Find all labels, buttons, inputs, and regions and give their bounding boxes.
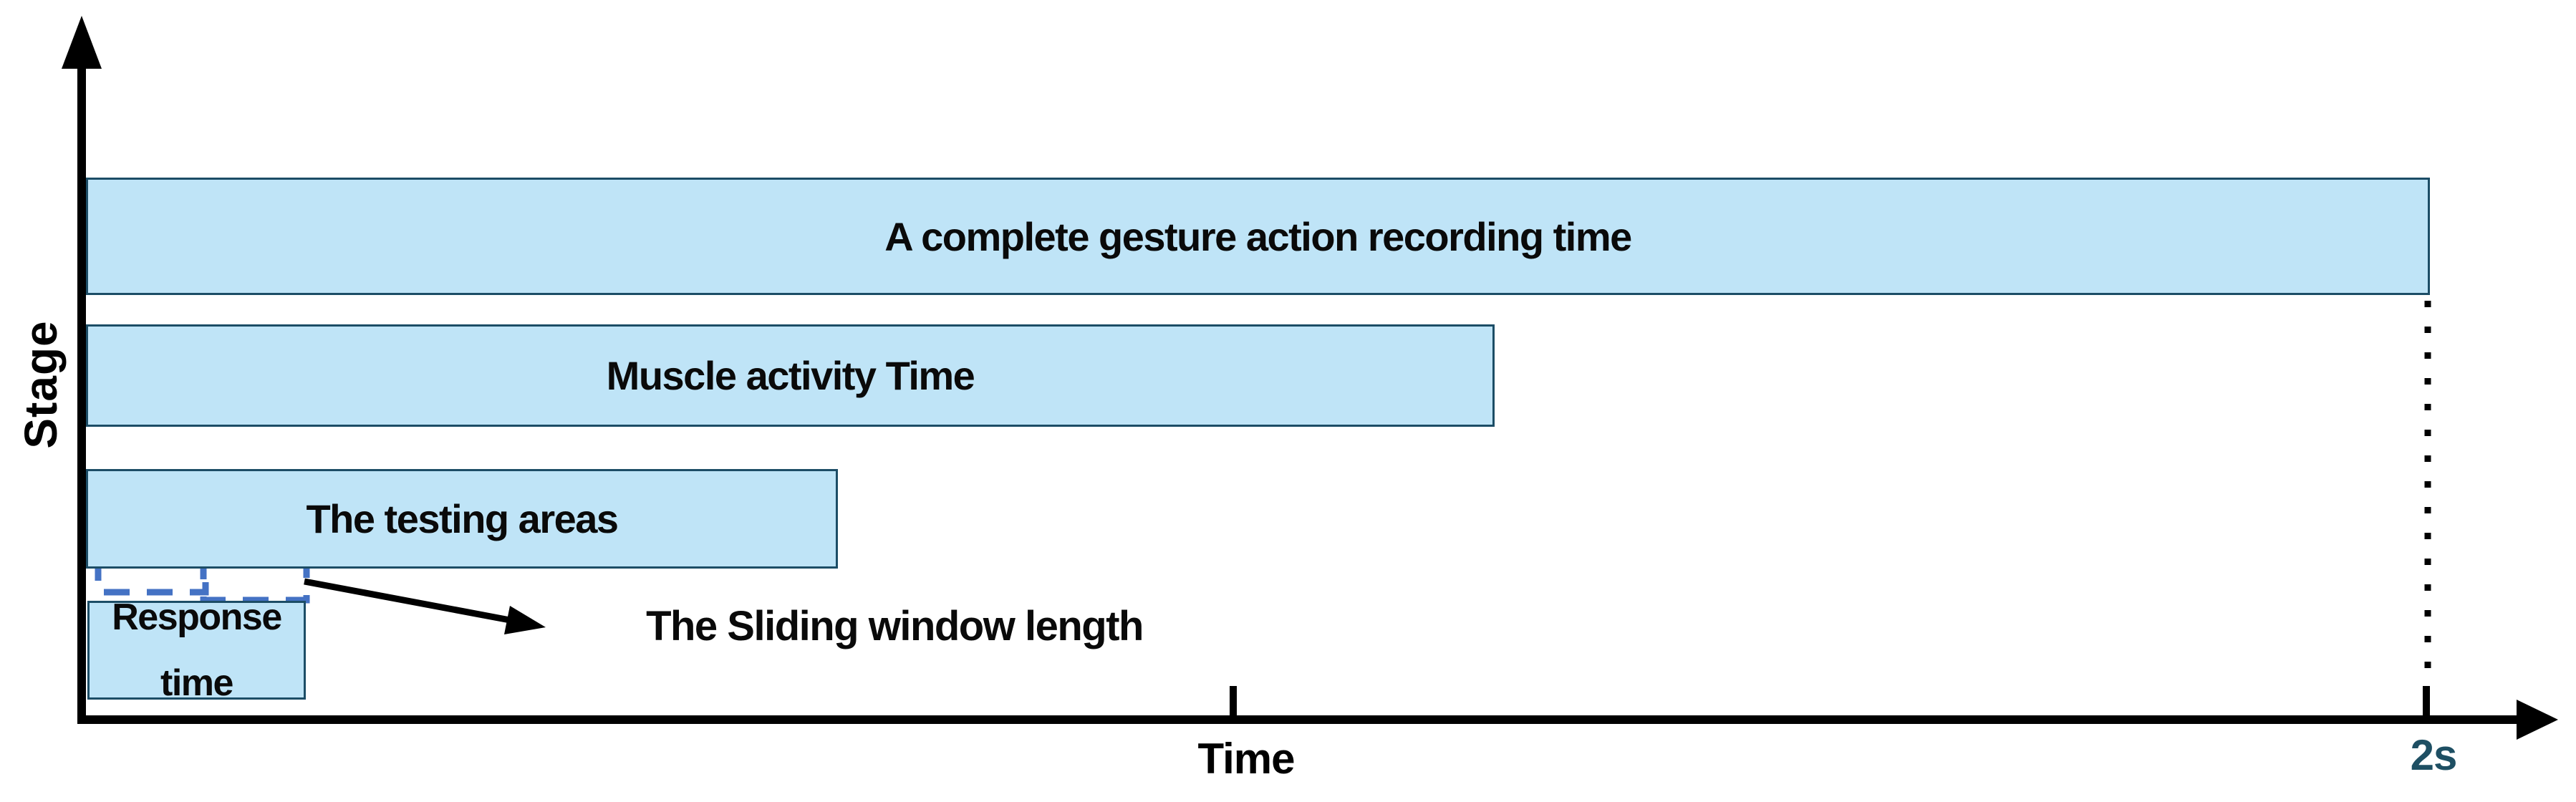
sliding-window-annotation: The Sliding window length — [646, 603, 1144, 649]
x-axis-title: Time — [1197, 735, 1296, 783]
bar-response-time-label-line2: time — [160, 662, 233, 704]
y-axis-arrow-icon — [62, 16, 102, 69]
bar-muscle-activity-time-label: Muscle activity Time — [606, 353, 975, 398]
bar-complete-recording-time: A complete gesture action recording time — [86, 178, 2430, 295]
x-axis-arrow-icon — [2517, 700, 2558, 740]
annotation-arrow-icon — [504, 606, 546, 634]
bar-response-time-label-line1: Response — [112, 596, 282, 638]
bar-complete-recording-time-label: A complete gesture action recording time — [884, 213, 1632, 259]
bar-response-time: Response time — [87, 596, 306, 704]
x-axis-end-tick-label: 2s — [2410, 731, 2458, 779]
bar-muscle-activity-time: Muscle activity Time — [86, 324, 1495, 427]
bar-testing-areas: The testing areas — [86, 469, 838, 569]
annotation-arrow-line — [304, 578, 511, 624]
bar-testing-areas-label: The testing areas — [306, 496, 619, 541]
y-axis-title: Stage — [15, 320, 67, 449]
